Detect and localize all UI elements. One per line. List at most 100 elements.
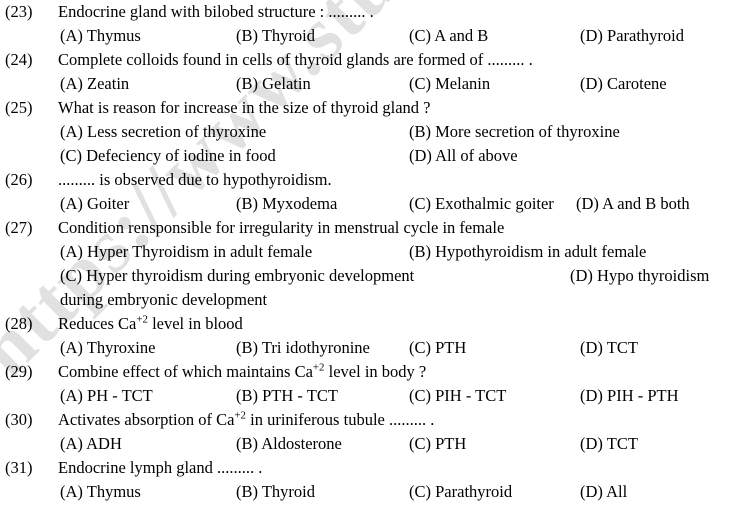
question-text: Combine effect of which maintains Ca+2 l… — [58, 361, 427, 381]
option-b[interactable]: (B) Myxodema — [236, 194, 338, 213]
option-label: (A) — [60, 26, 87, 45]
option-label: (D) — [580, 482, 607, 501]
option-label: (D) — [580, 26, 608, 45]
option-d[interactable]: (D) A and B both — [576, 194, 690, 213]
option-label: (A) — [60, 338, 87, 357]
option-row: (A) Thyroxine (B) Tri idothyronine (C) PTH… — [0, 336, 745, 360]
question-block: (31) Endocrine lymph gland ......... . (A)… — [0, 456, 745, 504]
option-row: (A) Thymus (B) Thyroid (C) Parathyroid (D) … — [0, 480, 745, 504]
question-number: (30) — [5, 410, 33, 429]
option-label: (B) — [236, 26, 262, 45]
option-a[interactable]: (A) Thyroxine — [60, 338, 156, 357]
option-label: (A) — [60, 386, 88, 405]
question-number: (24) — [5, 50, 33, 69]
option-label: (B) — [236, 434, 262, 453]
superscript-charge: +2 — [234, 409, 246, 422]
question-text: Endocrine lymph gland ......... . — [58, 458, 263, 477]
option-b[interactable]: (B) More secretion of thyroxine — [409, 122, 620, 141]
question-block: (24) Complete colloids found in cells of … — [0, 48, 745, 96]
option-a[interactable]: (A) Zeatin — [60, 74, 130, 93]
option-continuation-line: during embryonic development — [0, 288, 745, 312]
option-label: (B) — [236, 194, 263, 213]
option-row: (A) ADH (B) Aldosterone (C) PTH (D) TCT — [0, 432, 745, 456]
option-b[interactable]: (B) Hypothyroidism in adult female — [409, 242, 647, 261]
option-d[interactable]: (D) Carotene — [580, 74, 667, 93]
option-c[interactable]: (C) Defeciency of iodine in food — [60, 146, 276, 165]
option-label: (C) — [409, 74, 436, 93]
question-text: Activates absorption of Ca+2 in urinifer… — [58, 409, 435, 429]
option-a[interactable]: (A) Thymus — [60, 26, 141, 45]
option-a[interactable]: (A) ADH — [60, 434, 122, 453]
question-block: (27) Condition rensponsible for irregular… — [0, 216, 745, 312]
option-b[interactable]: (B) PTH - TCT — [236, 386, 338, 405]
option-label: (B) — [409, 122, 436, 141]
option-label: (B) — [236, 386, 263, 405]
option-label: (B) — [236, 338, 262, 357]
option-row: (C) Hyper thyroidism during embryonic de… — [0, 264, 745, 288]
question-text: Reduces Ca+2 level in blood — [58, 313, 243, 333]
option-row: (A) Less secretion of thyroxine (B) More … — [0, 120, 745, 144]
question-stem-line: (23)Endocrine gland with bilobed structu… — [0, 0, 745, 24]
option-c[interactable]: (C) A and B — [409, 26, 489, 45]
option-label: (C) — [409, 338, 436, 357]
option-label: (B) — [236, 74, 263, 93]
option-d[interactable]: (D) All of above — [409, 146, 518, 165]
option-a[interactable]: (A) PH - TCT — [60, 386, 153, 405]
option-label: (D) — [580, 386, 608, 405]
option-row: (C) Defeciency of iodine in food (D) All … — [0, 144, 745, 168]
question-block: (28)Reduces Ca+2 level in blood(A) Thyro… — [0, 312, 745, 360]
option-row: (A) Thymus (B) Thyroid (C) A and B (D) Para… — [0, 24, 745, 48]
option-label: (B) — [236, 482, 262, 501]
option-b[interactable]: (B) Thyroid — [236, 26, 315, 45]
option-c[interactable]: (C) Melanin — [409, 74, 491, 93]
option-label: (C) — [409, 386, 436, 405]
option-label: (D) — [409, 146, 436, 165]
option-label: (A) — [60, 482, 87, 501]
question-number: (31) — [5, 458, 33, 477]
question-stem-line: (24) Complete colloids found in cells of … — [0, 48, 745, 72]
option-row: (A) Zeatin (B) Gelatin (C) Melanin (D) Caro… — [0, 72, 745, 96]
option-a[interactable]: (A) Thymus — [60, 482, 141, 501]
option-label: (B) — [409, 242, 436, 261]
option-b[interactable]: (B) Gelatin — [236, 74, 311, 93]
question-stem-line: (25)What is reason for increase in the s… — [0, 96, 745, 120]
option-b[interactable]: (B) Thyroid — [236, 482, 315, 501]
question-text: Condition rensponsible for irregularity … — [58, 218, 505, 237]
option-row: (A) PH - TCT (B) PTH - TCT (C) PIH - TCT (D… — [0, 384, 745, 408]
option-b[interactable]: (B) Aldosterone — [236, 434, 342, 453]
option-label: (A) — [60, 194, 88, 213]
option-label: (C) — [409, 194, 436, 213]
option-c[interactable]: (C) Exothalmic goiter — [409, 194, 554, 213]
option-label: (D) — [580, 74, 608, 93]
option-d[interactable]: (D) All — [580, 482, 628, 501]
question-stem-line: (30) Activates absorption of Ca+2 in urin… — [0, 408, 745, 432]
question-text: Complete colloids found in cells of thyr… — [58, 50, 533, 69]
option-d[interactable]: (D) Parathyroid — [580, 26, 685, 45]
question-text: What is reason for increase in the size … — [58, 98, 431, 117]
option-c[interactable]: (C) Hyper thyroidism during embryonic de… — [60, 266, 415, 285]
option-d[interactable]: (D) PIH - PTH — [580, 386, 679, 405]
option-d[interactable]: (D) TCT — [580, 434, 638, 453]
option-b[interactable]: (B) Tri idothyronine — [236, 338, 370, 357]
question-block: (26)......... is observed due to hypothy… — [0, 168, 745, 216]
option-c[interactable]: (C) Parathyroid — [409, 482, 513, 501]
option-row: (A) Hyper Thyroidism in adult female (B) … — [0, 240, 745, 264]
option-label: (C) — [409, 482, 436, 501]
option-label: (D) — [580, 338, 607, 357]
option-c[interactable]: (C) PIH - TCT — [409, 386, 507, 405]
option-label: (C) — [60, 146, 87, 165]
question-number: (27) — [5, 218, 33, 237]
continuation-text: during embryonic development — [60, 290, 268, 309]
question-number: (23) — [5, 2, 33, 21]
option-d[interactable]: (D) TCT — [580, 338, 638, 357]
option-label: (C) — [409, 434, 436, 453]
option-label: (D) — [580, 434, 607, 453]
option-c[interactable]: (C) PTH — [409, 338, 467, 357]
question-block: (23)Endocrine gland with bilobed structu… — [0, 0, 745, 48]
option-d[interactable]: (D) Hypo thyroidism — [570, 266, 710, 285]
option-a[interactable]: (A) Goiter — [60, 194, 130, 213]
option-a[interactable]: (A) Less secretion of thyroxine — [60, 122, 267, 141]
option-c[interactable]: (C) PTH — [409, 434, 467, 453]
option-label: (A) — [60, 434, 87, 453]
option-a[interactable]: (A) Hyper Thyroidism in adult female — [60, 242, 313, 261]
